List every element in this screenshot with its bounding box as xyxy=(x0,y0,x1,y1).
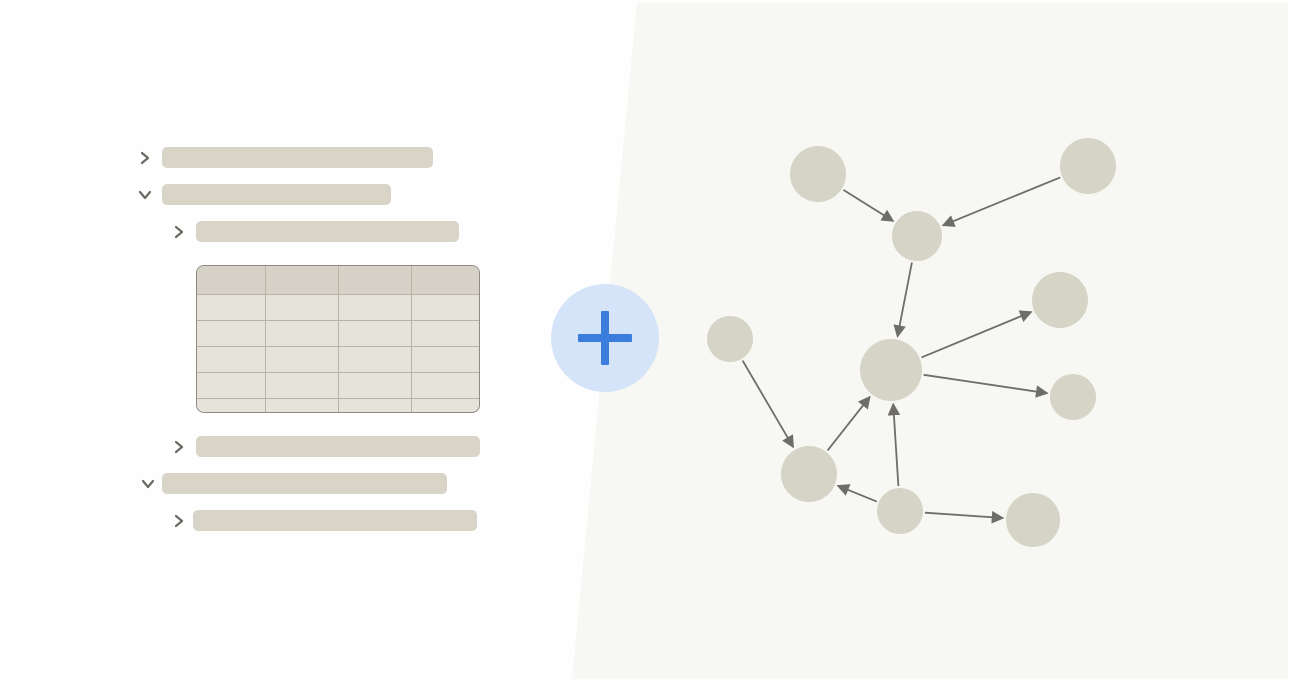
graph-node[interactable] xyxy=(860,339,922,401)
chevron-right-icon[interactable] xyxy=(135,148,155,168)
graph-edge-arrow xyxy=(893,262,913,338)
tree-item-placeholder[interactable] xyxy=(162,473,447,494)
chevron-down-icon[interactable] xyxy=(135,185,155,205)
graph-nodes xyxy=(707,138,1116,547)
graph-node[interactable] xyxy=(781,446,837,502)
chevron-right-icon[interactable] xyxy=(169,511,189,531)
graph-edge-arrow xyxy=(941,176,1061,227)
graph-edge-arrow xyxy=(921,310,1033,359)
tree-view xyxy=(0,0,600,682)
tree-item-placeholder[interactable] xyxy=(162,147,433,168)
graph-node[interactable] xyxy=(1060,138,1116,194)
plus-button[interactable] xyxy=(551,284,659,392)
graph-node[interactable] xyxy=(1050,374,1096,420)
graph-edges xyxy=(741,176,1061,524)
graph-node[interactable] xyxy=(877,488,923,534)
tree-item-placeholder[interactable] xyxy=(162,184,391,205)
graph-node[interactable] xyxy=(892,211,942,261)
graph-edge-arrow xyxy=(923,373,1049,398)
graph-edge-arrow xyxy=(826,395,871,451)
tree-item-placeholder[interactable] xyxy=(193,510,477,531)
graph-edge-arrow xyxy=(924,510,1005,524)
chevron-down-icon[interactable] xyxy=(138,474,158,494)
graph-node[interactable] xyxy=(1032,272,1088,328)
data-table xyxy=(196,265,480,413)
chevron-right-icon[interactable] xyxy=(169,437,189,457)
tree-item-placeholder[interactable] xyxy=(196,436,480,457)
graph-edge-arrow xyxy=(741,360,795,449)
graph-edge-arrow xyxy=(842,189,895,222)
graph-node[interactable] xyxy=(1006,493,1060,547)
graph-edge-arrow xyxy=(887,402,901,487)
graph-node[interactable] xyxy=(707,316,753,362)
graph-edge-arrow xyxy=(836,484,878,503)
plus-icon xyxy=(578,311,632,365)
tree-item-placeholder[interactable] xyxy=(196,221,459,242)
chevron-right-icon[interactable] xyxy=(169,222,189,242)
graph-node[interactable] xyxy=(790,146,846,202)
